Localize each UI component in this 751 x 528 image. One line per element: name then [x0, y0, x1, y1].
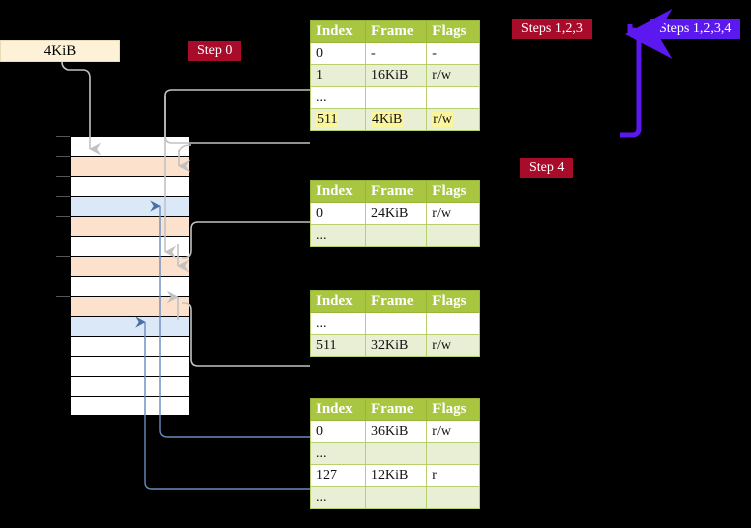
table-cell: 0 — [310, 420, 366, 443]
table-cell: ... — [310, 312, 366, 335]
column-header-index: Index — [310, 398, 366, 421]
column-header-frame: Frame — [364, 290, 428, 313]
column-header-flags: Flags — [426, 398, 480, 421]
memory-tick-mark — [56, 296, 70, 297]
table-cell: 1 — [310, 64, 366, 87]
memory-frame-row — [70, 316, 190, 336]
memory-frame-row — [70, 236, 190, 256]
table-cell — [364, 312, 428, 335]
table-row: ... — [310, 312, 480, 335]
table-cell: 0 — [310, 202, 366, 225]
memory-frame-row — [70, 156, 190, 176]
step-4-badge: Step 4 — [520, 158, 574, 179]
table-cell — [426, 224, 480, 247]
table-row: ... — [310, 224, 480, 247]
column-header-index: Index — [310, 180, 366, 203]
column-header-flags: Flags — [426, 290, 480, 313]
table-row: 0-- — [310, 42, 480, 65]
memory-tick-mark — [56, 256, 70, 257]
memory-frame-row — [70, 216, 190, 236]
memory-tick-mark — [56, 156, 70, 157]
memory-frame-row — [70, 176, 190, 196]
memory-frame-row — [70, 136, 190, 156]
table-row: ... — [310, 442, 480, 465]
steps-123-badge: Steps 1,2,3 — [512, 19, 592, 40]
physical-memory-column — [70, 136, 190, 416]
table-cell: 511 — [310, 334, 366, 357]
memory-tick-mark — [56, 196, 70, 197]
memory-frame-row — [70, 376, 190, 396]
table-cell: - — [364, 42, 428, 65]
frame-size-label: 4KiB — [0, 40, 120, 62]
table-cell: 12KiB — [364, 464, 428, 487]
column-header-index: Index — [310, 290, 366, 313]
table-cell: 0 — [310, 42, 366, 65]
table-cell: ... — [310, 86, 366, 109]
table-cell: r/w — [426, 108, 480, 131]
table-cell — [426, 312, 480, 335]
memory-frame-row — [70, 196, 190, 216]
table-cell — [426, 442, 480, 465]
memory-frame-row — [70, 296, 190, 316]
column-header-frame: Frame — [364, 20, 428, 43]
column-header-flags: Flags — [426, 20, 480, 43]
column-header-frame: Frame — [364, 398, 428, 421]
memory-tick-mark — [56, 136, 70, 137]
table-cell — [426, 86, 480, 109]
table-cell: 127 — [310, 464, 366, 487]
table-cell: ... — [310, 442, 366, 465]
memory-frame-row — [70, 276, 190, 296]
table-cell — [364, 486, 428, 509]
table-cell — [364, 86, 428, 109]
steps-1234-badge: Steps 1,2,3,4 — [650, 19, 741, 40]
table-cell: 511 — [310, 108, 366, 131]
memory-frame-row — [70, 356, 190, 376]
table-row: ... — [310, 486, 480, 509]
memory-tick-mark — [56, 216, 70, 217]
table-cell: r/w — [426, 64, 480, 87]
table-cell — [426, 486, 480, 509]
memory-tick-mark — [56, 176, 70, 177]
table-cell: r/w — [426, 334, 480, 357]
table-cell: 24KiB — [364, 202, 428, 225]
column-header-frame: Frame — [364, 180, 428, 203]
column-header-index: Index — [310, 20, 366, 43]
table-cell: ... — [310, 486, 366, 509]
table-cell: r/w — [426, 202, 480, 225]
column-header-flags: Flags — [426, 180, 480, 203]
step-0-badge: Step 0 — [188, 41, 242, 62]
table-cell — [364, 442, 428, 465]
table-cell — [364, 224, 428, 247]
table-cell: ... — [310, 224, 366, 247]
table-row: ... — [310, 86, 480, 109]
memory-frame-row — [70, 336, 190, 356]
memory-frame-row — [70, 396, 190, 416]
table-cell: 32KiB — [364, 334, 428, 357]
table-cell: 16KiB — [364, 64, 428, 87]
table-cell: - — [426, 42, 480, 65]
table-cell: 4KiB — [364, 108, 428, 131]
table-cell: 36KiB — [364, 420, 428, 443]
table-cell: r — [426, 464, 480, 487]
memory-frame-row — [70, 256, 190, 276]
table-cell: r/w — [426, 420, 480, 443]
